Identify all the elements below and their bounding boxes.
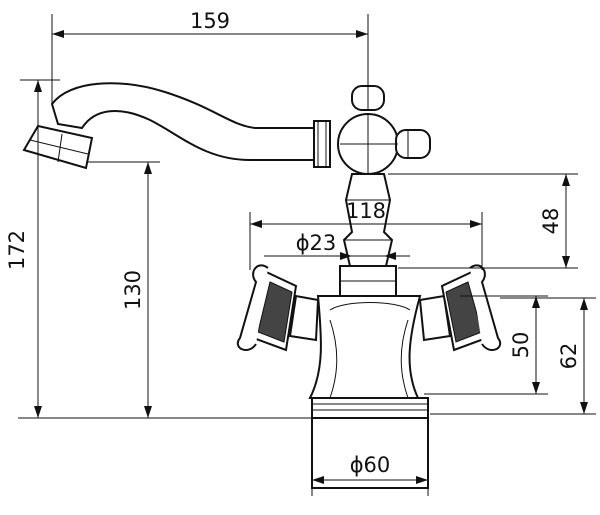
- dim-spout-reach: 159: [190, 9, 230, 33]
- dim-handle-spread: 118: [346, 199, 386, 223]
- side-knob: [395, 129, 431, 159]
- left-handle: [237, 264, 320, 352]
- dim-total-height: 172: [5, 230, 29, 270]
- spout: [50, 82, 319, 161]
- dim-top-height: 48: [539, 208, 563, 235]
- dim-base-diameter: ϕ60: [350, 453, 391, 477]
- base-shank: [311, 417, 429, 489]
- dimension-lines: [18, 14, 596, 496]
- base-ring: [311, 397, 429, 419]
- dim-handle-center-height: 50: [509, 332, 533, 359]
- dim-body-height: 62: [557, 343, 581, 370]
- faucet-outline: [22, 82, 501, 489]
- spout-collar: [313, 120, 331, 168]
- dim-stem-diameter: ϕ23: [296, 231, 337, 255]
- right-handle: [418, 264, 501, 352]
- dim-spout-outlet-height: 130: [121, 270, 145, 310]
- dimension-labels: 159 172 130 118 ϕ23 48 50 62 ϕ60: [5, 9, 581, 477]
